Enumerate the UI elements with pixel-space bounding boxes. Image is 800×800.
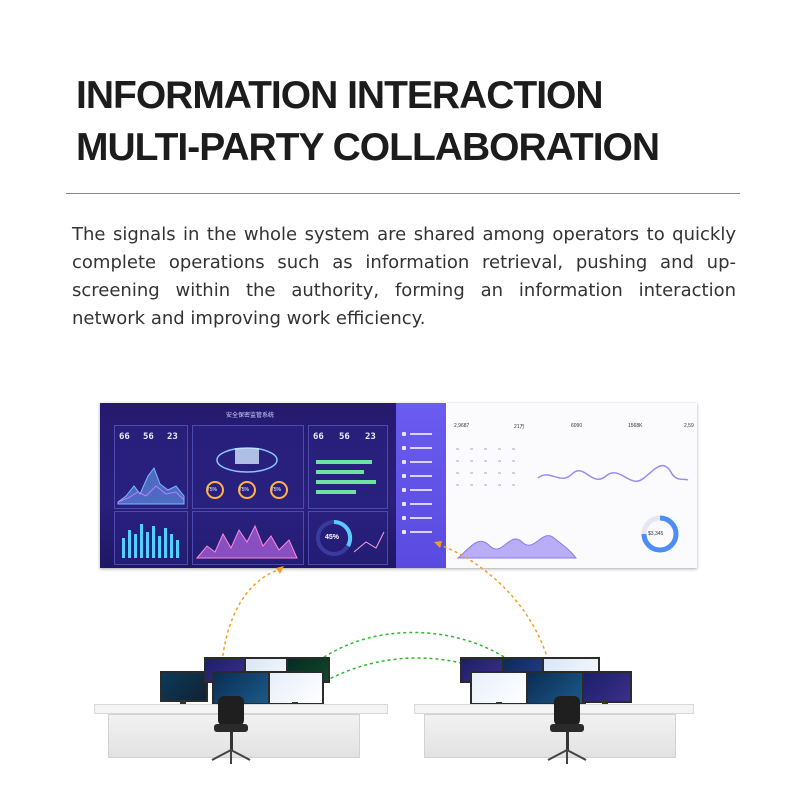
nav-item-5 [402, 487, 442, 493]
kpi-1: 66 [119, 432, 130, 442]
ring-3-value: 75% [271, 487, 282, 493]
panel-right-top: 66 56 23 [308, 425, 388, 509]
stat-1: 2,9687 [454, 423, 470, 429]
monitor-stand [180, 700, 186, 706]
divider [66, 193, 740, 194]
panel-center-top: 75% 75% 75% [192, 425, 304, 509]
description-text: The signals in the whole system are shar… [72, 224, 736, 329]
page-heading: INFORMATION INTERACTION MULTI-PARTY COLL… [76, 70, 756, 174]
monitor-right-4 [470, 671, 530, 705]
admin-screen: 2,9687 21万 6090 1568K 2,59 $3,345 [396, 403, 697, 568]
kpi-6: 23 [365, 432, 376, 442]
stat-5: 2,59 [684, 423, 694, 429]
heading-line-2: MULTI-PARTY COLLABORATION [76, 126, 660, 169]
mountain-chart-icon [195, 524, 298, 559]
office-chair-icon [547, 696, 587, 764]
monitor-left-1 [160, 671, 208, 702]
heading-line-1: INFORMATION INTERACTION [76, 74, 604, 117]
monitor-stand [602, 700, 608, 706]
office-chair-icon [211, 696, 251, 764]
dashboard-screen: 安全保密监管系统 66 56 23 [100, 403, 396, 568]
kpi-4: 66 [313, 432, 324, 442]
nav-item-3 [402, 459, 442, 465]
admin-sidebar [396, 403, 446, 568]
panel-left-top: 66 56 23 [114, 425, 188, 509]
donut-value: $3,345 [648, 531, 664, 537]
gauge-icon [316, 519, 385, 556]
panel-right-bottom: 45% [308, 511, 388, 565]
area-chart-icon [117, 466, 185, 505]
gauge-value: 45% [325, 534, 340, 541]
desk-right-front [424, 714, 676, 758]
admin-charts-icon [456, 448, 689, 559]
kpi-2: 56 [143, 432, 154, 442]
ring-1-value: 75% [207, 487, 218, 493]
nav-item-8 [402, 529, 442, 535]
stat-3: 6090 [571, 423, 583, 429]
ring-2-value: 75% [239, 487, 250, 493]
nav-item-6 [402, 501, 442, 507]
nav-item-4 [402, 473, 442, 479]
monitor-left-6 [268, 671, 324, 705]
stat-2: 21万 [514, 424, 525, 430]
hologram-icon [206, 447, 288, 499]
nav-item-1 [402, 431, 442, 437]
nav-item-7 [402, 515, 442, 521]
nav-item-2 [402, 445, 442, 451]
bar-chart-icon [122, 524, 179, 558]
dashboard-title: 安全保密监管系统 [225, 412, 274, 419]
kpi-3: 23 [167, 432, 178, 442]
stat-4: 1568K [628, 423, 643, 429]
video-wall: 安全保密监管系统 66 56 23 [100, 403, 697, 568]
kpi-5: 56 [339, 432, 350, 442]
panel-left-bottom [114, 511, 188, 565]
panel-center-bottom [192, 511, 304, 565]
progress-bars-icon [316, 460, 376, 494]
